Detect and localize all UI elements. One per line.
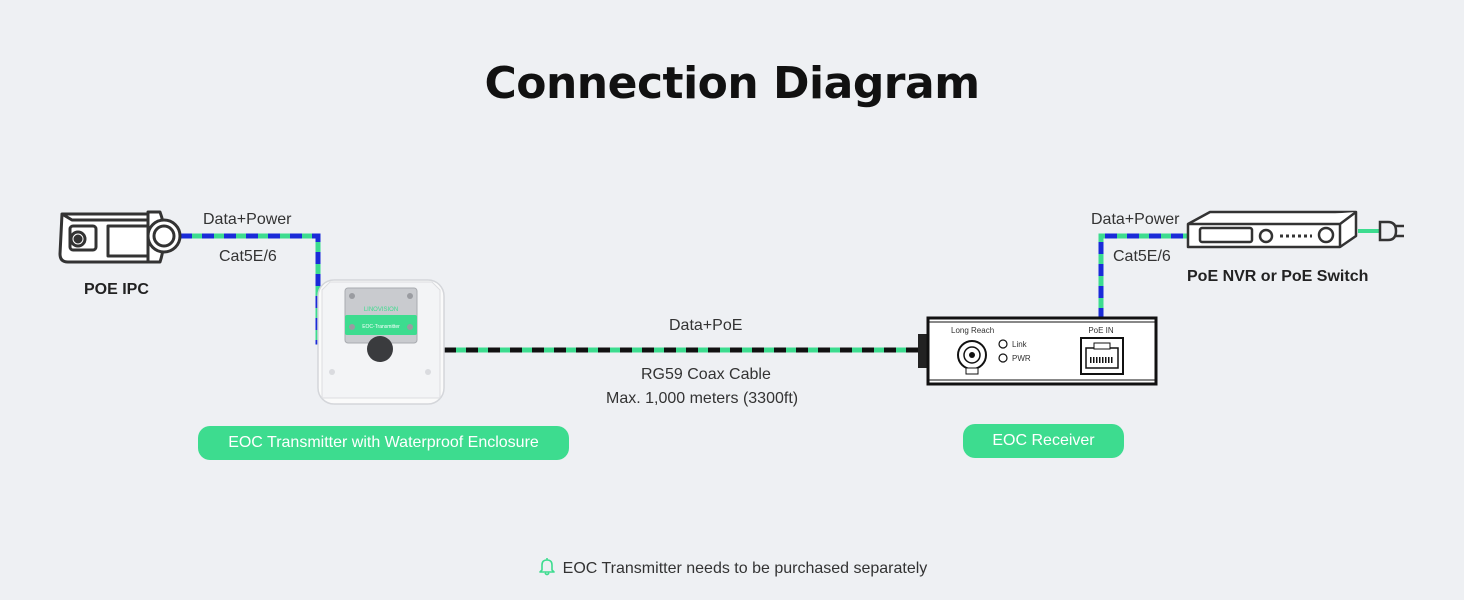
receiver-pwr-label: PWR — [1012, 354, 1031, 363]
right-cat5-cable — [1098, 233, 1190, 342]
purchase-note: EOC Transmitter needs to be purchased se… — [0, 556, 1464, 581]
receiver-long-reach: Long Reach — [951, 326, 994, 335]
coax-top-label: Data+PoE — [669, 317, 743, 334]
left-cable-top-label: Data+Power — [203, 211, 292, 228]
nvr-icon — [1186, 210, 1358, 249]
bnc-connector-icon — [957, 340, 987, 375]
coax-cable-label: RG59 Coax Cable — [641, 366, 771, 383]
transmitter-enclosure: LINOVISION EOC-Transmitter — [317, 279, 445, 405]
nvr-label: PoE NVR or PoE Switch — [1187, 268, 1369, 285]
bell-icon — [537, 556, 557, 581]
receiver-poe-in-label: PoE IN — [1088, 326, 1114, 335]
transmitter-brand: LINOVISION — [364, 307, 398, 313]
receiver-pill: EOC Receiver — [963, 424, 1124, 458]
transmitter-badge: EOC-Transmitter — [362, 324, 400, 330]
link-led-icon — [998, 339, 1008, 349]
transmitter-pill: EOC Transmitter with Waterproof Enclosur… — [198, 426, 569, 460]
receiver-link-label: Link — [1012, 340, 1028, 349]
pwr-led-icon — [998, 353, 1008, 363]
right-cable-bottom-label: Cat5E/6 — [1113, 248, 1171, 265]
left-cable-bottom-label: Cat5E/6 — [219, 248, 277, 265]
camera-label: POE IPC — [84, 281, 149, 298]
rj45-port-icon — [1080, 337, 1124, 375]
camera-icon — [58, 210, 182, 264]
coax-distance-label: Max. 1,000 meters (3300ft) — [606, 390, 799, 407]
receiver-device: Long Reach Link PWR PoE IN — [918, 316, 1158, 386]
right-cable-top-label: Data+Power — [1091, 211, 1180, 228]
power-plug-icon — [1378, 220, 1404, 242]
page-title: Connection Diagram — [484, 58, 980, 109]
purchase-note-text: EOC Transmitter needs to be purchased se… — [562, 560, 928, 577]
